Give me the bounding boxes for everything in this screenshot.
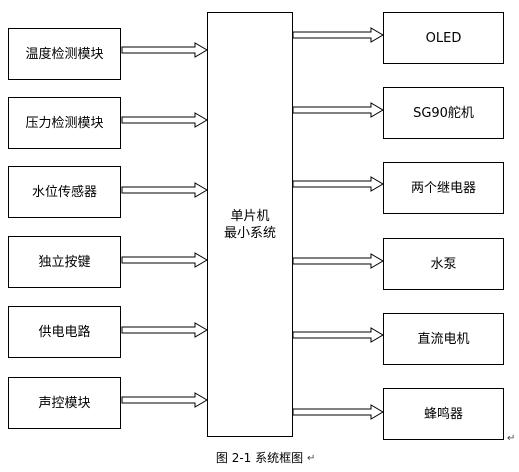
figure-caption: 图 2-1 系统框图 ↵ <box>0 450 519 466</box>
input-label: 温度检测模块 <box>25 46 104 62</box>
input-pressure-module: 压力检测模块 <box>8 97 121 149</box>
output-two-relays: 两个继电器 <box>383 162 504 214</box>
center-label-line2: 最小系统 <box>223 225 276 241</box>
output-label: 两个继电器 <box>410 180 476 196</box>
output-arrow-4 <box>292 253 384 269</box>
output-label: 直流电机 <box>417 331 470 347</box>
output-water-pump: 水泵 <box>383 238 504 290</box>
caption-paragraph-mark: ↵ <box>307 453 316 464</box>
input-label: 供电电路 <box>38 324 91 340</box>
paragraph-mark: ↵ <box>507 433 516 444</box>
input-temperature-module: 温度检测模块 <box>8 28 121 80</box>
input-power-circuit: 供电电路 <box>8 306 121 358</box>
output-buzzer: 蜂鸣器 <box>383 388 504 440</box>
output-arrow-1 <box>292 27 384 43</box>
output-oled: OLED <box>383 12 504 64</box>
output-dc-motor: 直流电机 <box>383 313 504 365</box>
caption-text: 图 2-1 系统框图 <box>215 451 304 465</box>
input-water-level-sensor: 水位传感器 <box>8 166 121 218</box>
output-arrow-3 <box>292 176 384 192</box>
input-label: 压力检测模块 <box>25 115 104 131</box>
output-label: SG90舵机 <box>413 105 474 121</box>
input-arrow-5 <box>121 322 208 338</box>
output-label: OLED <box>425 30 462 46</box>
input-arrow-3 <box>121 182 208 198</box>
input-arrow-1 <box>121 42 208 58</box>
output-sg90-servo: SG90舵机 <box>383 87 504 139</box>
output-arrow-5 <box>292 327 384 343</box>
output-arrow-6 <box>292 404 384 420</box>
input-label: 水位传感器 <box>31 184 97 200</box>
mcu-minimum-system-box: 单片机 最小系统 <box>207 12 293 437</box>
input-arrow-6 <box>121 392 208 408</box>
center-label-line1: 单片机 <box>230 208 270 224</box>
input-voice-control-module: 声控模块 <box>8 377 121 429</box>
input-label: 声控模块 <box>38 395 91 411</box>
input-label: 独立按键 <box>38 254 91 270</box>
input-arrow-2 <box>121 112 208 128</box>
output-label: 水泵 <box>430 256 457 272</box>
output-label: 蜂鸣器 <box>423 406 463 422</box>
input-arrow-4 <box>121 252 208 268</box>
output-arrow-2 <box>292 102 384 118</box>
input-independent-keys: 独立按键 <box>8 236 121 288</box>
